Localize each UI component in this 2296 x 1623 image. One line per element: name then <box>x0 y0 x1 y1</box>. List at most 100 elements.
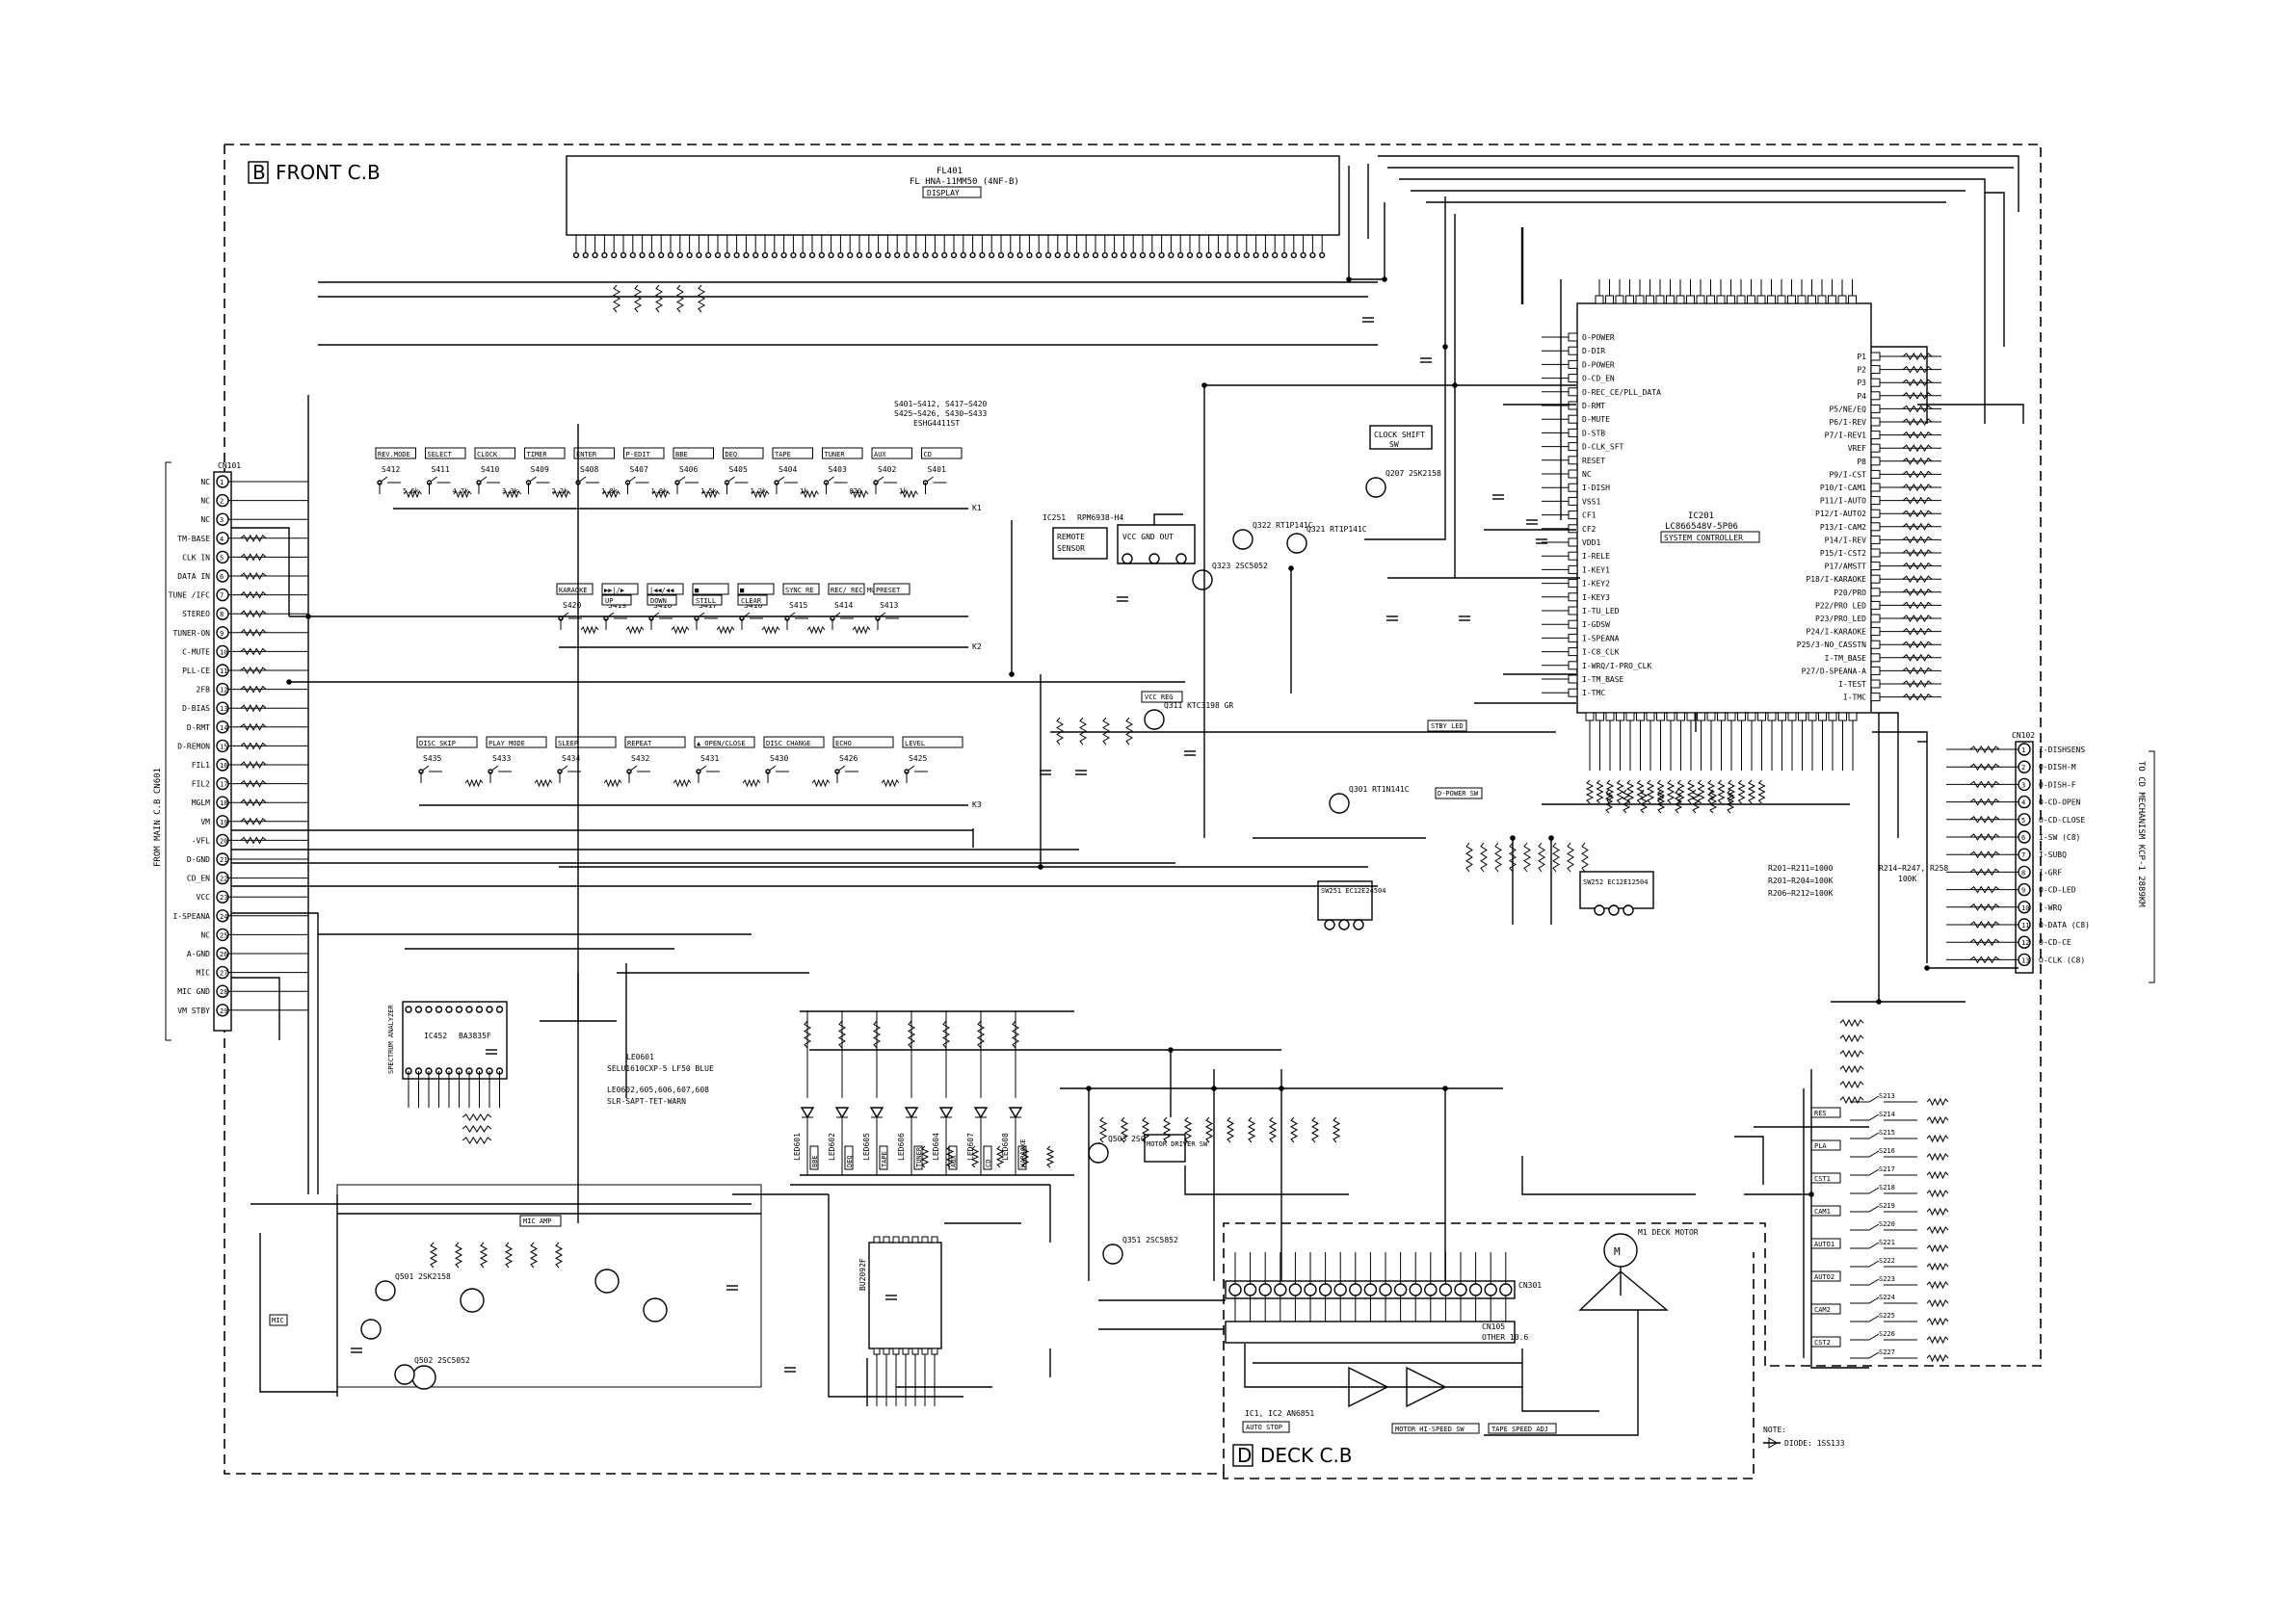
key-function-box[interactable] <box>555 736 617 748</box>
display-pin-end <box>761 251 769 259</box>
cn102-pin-name: O-CD-OPEN <box>2039 798 2081 807</box>
cn102-pin-name: O-CD-CLOSE <box>2039 816 2085 825</box>
key-function-box[interactable] <box>425 447 466 459</box>
connector-cn101: CN101 FROM MAIN C.B CN601 1NC2NC3NC4TM-B… <box>153 461 308 1041</box>
resistor <box>1480 842 1488 873</box>
resistor <box>1969 903 2000 911</box>
key-function-box[interactable] <box>921 447 963 459</box>
ic601-pin <box>873 1348 881 1355</box>
resistor <box>698 284 705 313</box>
key-function-box[interactable] <box>828 583 865 595</box>
key-function-box[interactable] <box>624 736 686 748</box>
key-function-box[interactable] <box>416 736 478 748</box>
key-function-label: SYNC_RE <box>785 587 814 594</box>
resistor <box>1708 789 1718 814</box>
key-function-box[interactable] <box>822 447 863 459</box>
key-resistor-value: 1.8k <box>601 487 619 495</box>
key-function-box[interactable] <box>601 583 639 595</box>
switch-contact <box>776 476 798 484</box>
key-function-box[interactable] <box>692 583 729 595</box>
display-pin-end <box>733 251 740 259</box>
transistor-symbol-icon <box>643 1297 668 1322</box>
resistor <box>1839 1095 1864 1105</box>
key-function-box[interactable] <box>556 583 594 595</box>
ic201-left-pin-name: I-RELE <box>1582 552 1610 561</box>
key-function-box[interactable] <box>486 736 547 748</box>
key-resistor-value: 1.2k <box>751 487 768 495</box>
cn101-pin-name: CLK IN <box>182 553 210 562</box>
key-function-box[interactable] <box>723 447 764 459</box>
transistor-symbol-icon <box>1102 1243 1123 1265</box>
key-function-label: CLOCK <box>477 451 498 458</box>
junction-dot <box>286 679 292 685</box>
key-function-box[interactable] <box>524 447 566 459</box>
resistor <box>240 647 267 656</box>
switch-contact <box>650 612 673 619</box>
ic201-right-pin <box>1870 653 1881 663</box>
resistor <box>1247 1116 1256 1143</box>
key-function-box[interactable] <box>573 447 615 459</box>
cn101-pin-number: 20 <box>220 837 227 845</box>
ic601-pin <box>902 1348 910 1355</box>
key-function-label: TUNER <box>825 451 846 458</box>
ic201-right-pin-name: P11/I-AUTO <box>1820 497 1866 506</box>
resistor <box>240 836 267 845</box>
k2-label: K2 <box>972 642 982 651</box>
display-pin-end <box>856 251 863 259</box>
key-function-box[interactable] <box>623 447 665 459</box>
key-function-box[interactable] <box>871 447 912 459</box>
switch-contact <box>528 476 550 484</box>
key-function-box[interactable] <box>902 736 963 748</box>
ic201-right-pin <box>1870 522 1881 532</box>
ic201-top-pin <box>1727 295 1735 304</box>
key-function-box[interactable] <box>474 447 515 459</box>
key-function-label: DISC SKIP <box>419 740 456 747</box>
key-function-box[interactable] <box>647 583 684 595</box>
cn301-pin <box>1424 1283 1438 1296</box>
cn101-pin-number: 21 <box>220 856 227 864</box>
cn101-pin-number: 7 <box>220 592 224 600</box>
ic201-right-pin <box>1870 627 1881 637</box>
resistor <box>1289 1116 1299 1143</box>
key-ref: S407 <box>630 465 648 474</box>
cn101-ref: CN101 <box>218 461 241 470</box>
key-function-box[interactable] <box>673 447 714 459</box>
junction-dot <box>1452 382 1458 388</box>
resistor <box>801 489 819 499</box>
ic201-left-pin-name: I-KEY3 <box>1582 593 1610 602</box>
key-function-box[interactable] <box>763 736 825 748</box>
display-pin-end <box>1054 251 1061 259</box>
key-function-box[interactable] <box>832 736 894 748</box>
key-function-box[interactable] <box>782 583 820 595</box>
ic201-left-pin-name: I-C8_CLK <box>1582 648 1620 657</box>
resistor <box>240 534 267 542</box>
key-function-box[interactable] <box>694 736 755 748</box>
key-function-box[interactable] <box>772 447 813 459</box>
display-pin-end <box>912 251 919 259</box>
led-label: DEQ <box>846 1155 854 1167</box>
resistor <box>240 722 267 731</box>
cn301-pin <box>1454 1283 1467 1296</box>
resistor <box>977 1020 985 1049</box>
cn102-pin-name: O-DISH-F <box>2039 780 2076 789</box>
resistor <box>1676 779 1685 804</box>
ic201-left-pin-name: I-TMC <box>1582 689 1605 697</box>
key-ref: S433 <box>492 754 511 763</box>
resistor <box>1839 1018 1864 1028</box>
deck-switch-ref: S227 <box>1879 1348 1895 1356</box>
ic201-bottom-pin <box>1787 712 1797 721</box>
led-symbol-icon <box>973 1107 989 1119</box>
key-function-box[interactable] <box>873 583 910 595</box>
key-resistor-value: 3.3k <box>502 487 519 495</box>
key-function-box[interactable] <box>375 447 416 459</box>
ic201-top-pin <box>1736 295 1746 304</box>
ic201-right-pin <box>1870 417 1881 427</box>
display-pin-end <box>808 251 816 259</box>
cn101-pin-number: 15 <box>220 743 227 750</box>
transistor-symbol-icon <box>594 1269 620 1294</box>
led-label: AUX <box>950 1155 958 1167</box>
key-function-box[interactable] <box>737 583 775 595</box>
ic201-bottom-pin <box>1646 712 1655 721</box>
cn301-pin <box>1228 1283 1242 1296</box>
